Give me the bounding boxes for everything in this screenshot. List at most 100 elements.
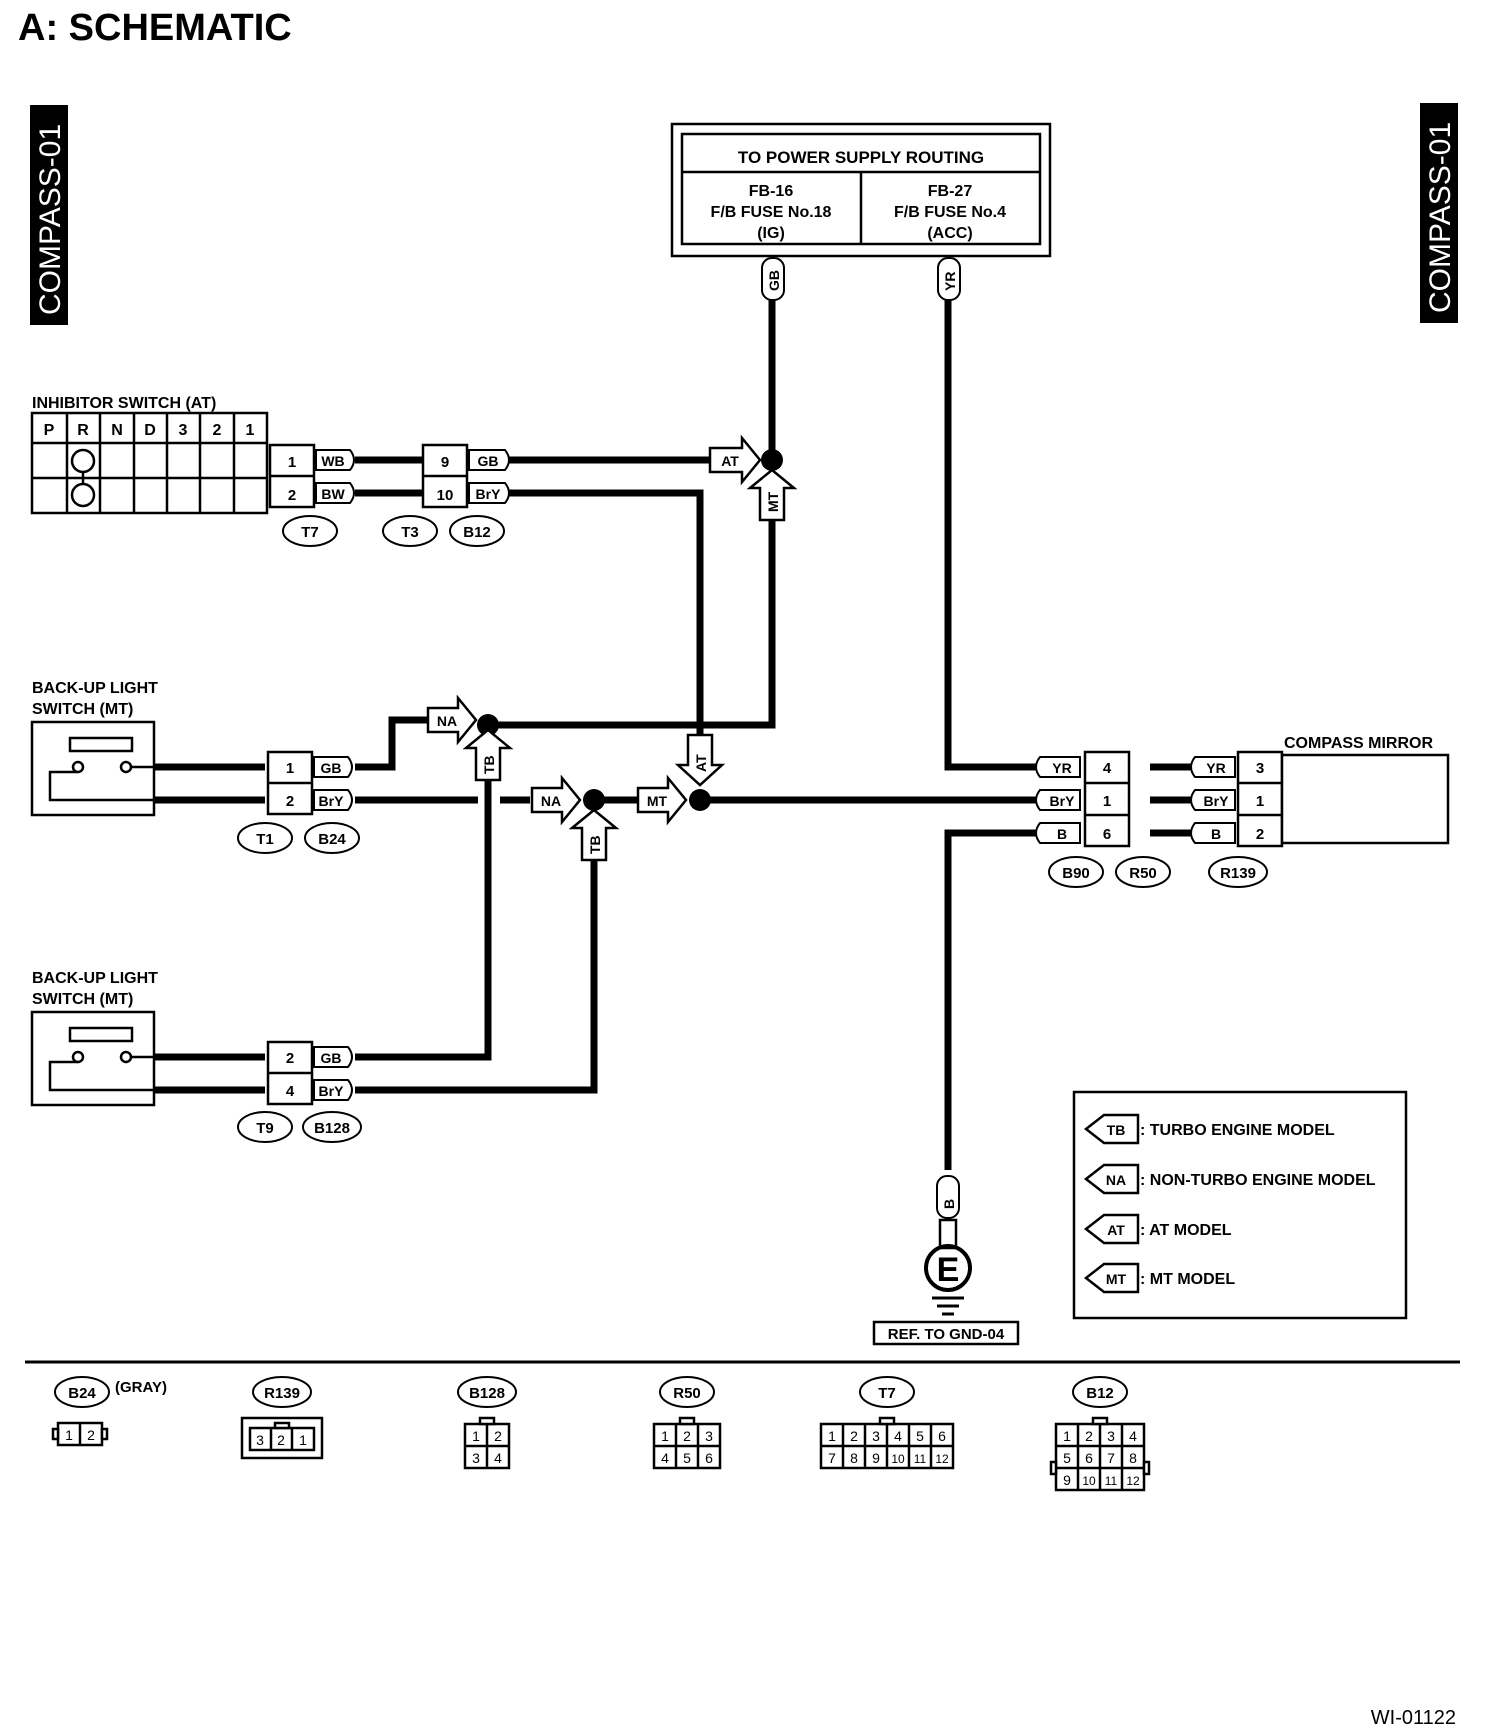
svg-text:11: 11 <box>914 1452 927 1466</box>
svg-text:2: 2 <box>494 1428 502 1444</box>
svg-text:NA: NA <box>541 793 561 809</box>
svg-text:1: 1 <box>472 1428 480 1444</box>
svg-text:: MT MODEL: : MT MODEL <box>1140 1271 1235 1288</box>
svg-text:4: 4 <box>1103 760 1112 777</box>
svg-text:MT: MT <box>647 793 668 809</box>
svg-text:B: B <box>941 1199 957 1209</box>
svg-text:T7: T7 <box>301 524 319 541</box>
wire-tag-b-r139: B <box>1190 822 1236 844</box>
connector-id-t1: T1 <box>237 822 293 854</box>
svg-text:4: 4 <box>894 1428 902 1444</box>
svg-text:MT: MT <box>765 491 781 512</box>
legend: TB : TURBO ENGINE MODEL NA : NON-TURBO E… <box>1072 1090 1408 1320</box>
wire-tag-bry-b90: BrY <box>1035 789 1081 811</box>
svg-text:4: 4 <box>661 1450 669 1466</box>
connector-id-b128: B128 <box>302 1111 362 1143</box>
svg-text:GB: GB <box>478 453 499 469</box>
svg-text:B128: B128 <box>314 1120 350 1137</box>
svg-text:YR: YR <box>1052 760 1071 776</box>
svg-text:SWITCH (MT): SWITCH (MT) <box>32 991 133 1008</box>
svg-text:WB: WB <box>321 453 344 469</box>
wire-tag-gb-t3: GB <box>468 449 510 471</box>
svg-text:1: 1 <box>65 1427 73 1443</box>
svg-text:R139: R139 <box>1220 865 1256 882</box>
svg-text:NA: NA <box>437 713 457 729</box>
svg-text:3: 3 <box>872 1428 880 1444</box>
svg-text:N: N <box>111 422 123 439</box>
svg-text:7: 7 <box>1107 1450 1115 1466</box>
connector-id-b90: B90 <box>1048 856 1104 888</box>
svg-text:12: 12 <box>935 1452 949 1466</box>
svg-text:BrY: BrY <box>1204 793 1230 809</box>
svg-text:: AT MODEL: : AT MODEL <box>1140 1222 1232 1239</box>
svg-text:1: 1 <box>299 1432 307 1448</box>
svg-text:4: 4 <box>286 1083 295 1100</box>
svg-text:2: 2 <box>277 1432 285 1448</box>
inhibitor-switch: INHIBITOR SWITCH (AT) P R N D 3 2 1 <box>30 395 269 515</box>
svg-text:T1: T1 <box>256 831 274 848</box>
side-tab-right: COMPASS-01 <box>1420 103 1458 323</box>
svg-text:6: 6 <box>1085 1450 1093 1466</box>
wire-tag-gb-t9: GB <box>313 1046 353 1068</box>
svg-text:1: 1 <box>246 422 255 439</box>
legend-item-at: AT : AT MODEL <box>1083 1213 1232 1245</box>
svg-text:TB: TB <box>587 835 603 854</box>
svg-text:4: 4 <box>1129 1428 1137 1444</box>
wire-tag-bw: BW <box>315 482 355 504</box>
svg-text:6: 6 <box>1103 826 1111 843</box>
connector-view-b12: B12 1 2 3 4 5 6 7 8 9 10 11 12 <box>1049 1376 1151 1492</box>
connector-view-r50: R50 1 2 3 4 5 6 <box>652 1376 722 1470</box>
inhibitor-title: INHIBITOR SWITCH (AT) <box>32 395 216 412</box>
connector-id-b24: B24 <box>304 822 360 854</box>
svg-text:B24: B24 <box>318 831 346 848</box>
svg-text:R139: R139 <box>264 1385 300 1402</box>
svg-text:2: 2 <box>288 487 296 504</box>
svg-text:YR: YR <box>942 272 958 291</box>
power-box-title: TO POWER SUPPLY ROUTING <box>738 148 984 167</box>
svg-text:GB: GB <box>321 1050 342 1066</box>
svg-text:9: 9 <box>1063 1472 1071 1488</box>
power-box-left-1: FB-16 <box>749 183 794 200</box>
svg-text:10: 10 <box>1082 1474 1096 1488</box>
svg-text:GB: GB <box>321 760 342 776</box>
connector-t7-pins: 1 2 <box>268 443 316 509</box>
svg-text:B: B <box>1057 826 1067 842</box>
svg-text:D: D <box>144 422 156 439</box>
compass-mirror: COMPASS MIRROR <box>1280 735 1450 845</box>
connector-id-r139: R139 <box>1208 856 1268 888</box>
svg-text:: NON-TURBO ENGINE MODEL: : NON-TURBO ENGINE MODEL <box>1140 1172 1376 1189</box>
svg-text:3: 3 <box>705 1428 713 1444</box>
ground-symbol: B E REF. TO GND-04 <box>872 1175 1020 1346</box>
svg-text:BACK-UP LIGHT: BACK-UP LIGHT <box>32 680 158 697</box>
svg-text:BrY: BrY <box>319 793 345 809</box>
svg-text:B12: B12 <box>1086 1385 1114 1402</box>
legend-item-mt: MT : MT MODEL <box>1083 1262 1235 1294</box>
svg-text:B90: B90 <box>1062 865 1090 882</box>
svg-text:2: 2 <box>213 422 222 439</box>
svg-text:T7: T7 <box>878 1385 896 1402</box>
connector-view-b24: B24 (GRAY) 1 2 <box>51 1376 167 1447</box>
svg-text:B12: B12 <box>463 524 491 541</box>
wires <box>155 300 1195 1170</box>
svg-text:2: 2 <box>1256 826 1264 843</box>
connector-id-t3: T3 <box>382 515 438 547</box>
svg-text:COMPASS-01: COMPASS-01 <box>34 124 67 315</box>
svg-text:2: 2 <box>87 1427 95 1443</box>
wire-tag-bry-t9: BrY <box>313 1079 353 1101</box>
svg-text:B: B <box>1211 826 1221 842</box>
wire-tag-wb: WB <box>315 449 355 471</box>
wire-tag-bry-r139: BrY <box>1190 789 1236 811</box>
svg-text:R: R <box>77 422 89 439</box>
svg-text:BW: BW <box>321 486 345 502</box>
svg-text:AT: AT <box>1107 1222 1125 1238</box>
backup-light-switch-2: BACK-UP LIGHT SWITCH (MT) <box>30 970 158 1107</box>
svg-text:1: 1 <box>288 454 296 471</box>
backup-light-switch-1: BACK-UP LIGHT SWITCH (MT) <box>30 680 158 817</box>
svg-text:B24: B24 <box>68 1385 96 1402</box>
svg-text:9: 9 <box>441 454 449 471</box>
flag-mt-middle: MT <box>636 774 688 826</box>
svg-text:SWITCH (MT): SWITCH (MT) <box>32 701 133 718</box>
wire-tag-b-b90: B <box>1035 822 1081 844</box>
svg-text:: TURBO ENGINE MODEL: : TURBO ENGINE MODEL <box>1140 1122 1335 1139</box>
connector-b90-pins: 4 1 6 <box>1083 750 1131 848</box>
